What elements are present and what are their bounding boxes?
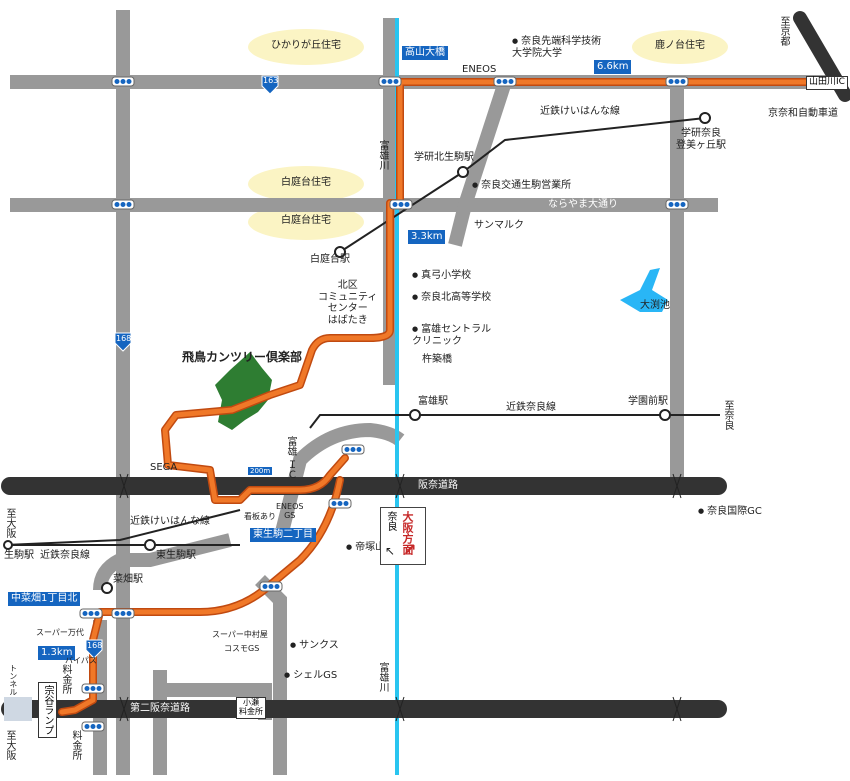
place-sega: SEGA: [150, 462, 178, 473]
area-kanoudai: 鹿ノ台住宅: [655, 40, 705, 51]
station-shiraniwadai: 白庭台駅: [310, 254, 350, 265]
place-osaka-ike: 大渕池: [640, 300, 670, 311]
place-nara-kita-hs: 奈良北高等学校: [412, 292, 491, 304]
distance-200m: 200m: [248, 467, 273, 476]
place-kanban: 看板あり: [244, 512, 276, 521]
direction-sign-osaka: 大阪方面: [401, 511, 414, 555]
direction-sign-nara: 奈良: [385, 511, 396, 531]
direction-osaka-southwest: 至大阪: [4, 730, 15, 760]
local-roads: [10, 10, 840, 775]
hanna-road-label: 阪奈道路: [418, 480, 458, 491]
place-kita-community: 北区 コミュニティ センター はばたき: [318, 280, 378, 326]
arrow-osaka-icon: ↗: [403, 540, 417, 559]
yamadagawa-ic-sign: 山田川IC: [806, 76, 848, 90]
place-eneos-gs: ENEOS GS: [276, 502, 304, 521]
direction-sign: 奈良 大阪方面 ↖ ↗: [380, 507, 426, 565]
keinawa-label: 京奈和自動車道: [768, 108, 838, 119]
station-markers: [3, 112, 711, 594]
line-keihanna-north: 近鉄けいはんな線: [540, 106, 620, 117]
place-eneos-north: ENEOS: [462, 64, 497, 75]
naraya-odori-label: ならやま大通り: [548, 199, 618, 210]
line-keihanna-south: 近鉄けいはんな線: [130, 516, 210, 527]
tomio-river-south-label: 富雄川: [377, 662, 388, 692]
distance-6-6km: 6.6km: [594, 60, 632, 74]
place-sanmaruku: サンマルク: [474, 220, 524, 231]
place-shell-gs: シェルGS: [284, 670, 337, 682]
place-naist: 奈良先端科学技術 大学院大学: [512, 36, 601, 59]
place-sanks: サンクス: [290, 640, 339, 652]
kinase-bridge-label: 杵築橋: [422, 354, 452, 365]
tomio-ic-label: 富雄 ＩＣ: [285, 436, 296, 480]
station-nabata: 菜畑駅: [113, 574, 143, 585]
direction-nara: 至奈良: [722, 400, 733, 430]
distance-1-3km: 1.3km: [38, 646, 76, 660]
place-mayumi-es: 真弓小学校: [412, 270, 471, 282]
interchange-ticks: [119, 473, 682, 722]
area-shiraniwadai-south: 白庭台住宅: [281, 215, 331, 226]
nakanagai-1-sign: 中菜畑1丁目北: [8, 592, 81, 606]
station-gakuen-mae: 学園前駅: [628, 396, 668, 407]
direction-kyoto: 至京都: [778, 16, 789, 46]
place-nara-kotsu: 奈良交通生駒営業所: [472, 180, 571, 192]
route-path: [58, 78, 844, 716]
station-gakken-nara-tomigaoka: 学研奈良 登美ヶ丘駅: [676, 128, 726, 151]
daini-hanna-road-label: 第二阪奈道路: [130, 703, 190, 714]
area-ellipse-shiraniwadai-s: [248, 204, 364, 240]
place-bypass: バイパス: [65, 656, 97, 665]
tunnel-box: [4, 697, 32, 721]
kyoto-ramp-sign: 宗谷ランプ: [38, 682, 57, 738]
route-168-south-label: 168: [87, 641, 103, 650]
osaka-ike-pond: [620, 268, 668, 312]
place-kosemiryo: 小瀬 料金所: [236, 697, 266, 719]
place-cosmo-gs: コスモGS: [224, 644, 260, 653]
place-nara-kokusai-gc: 奈良国際GC: [698, 506, 762, 518]
place-tunnel: トンネル: [8, 664, 18, 696]
higashi-ikoma-2-sign: 東生駒二丁目: [250, 528, 316, 542]
arrow-nara-icon: ↖: [385, 544, 396, 558]
area-ellipse-shiraniwadai-n: [248, 166, 364, 202]
area-ellipse-kanoudai: [632, 30, 728, 64]
line-kintetsu-nara-west: 近鉄奈良線: [40, 550, 90, 561]
area-hikarigaoka: ひかりが丘住宅: [271, 40, 341, 51]
place-country-club: 飛鳥カンツリー倶楽部: [182, 350, 303, 364]
route-shields: [85, 75, 279, 659]
route-163-label: 163: [263, 76, 279, 85]
station-ikoma: 生駒駅: [4, 550, 34, 561]
station-higashi-ikoma: 東生駒駅: [156, 550, 196, 561]
station-gakken-kita-ikoma: 学研北生駒駅: [414, 152, 474, 163]
takayama-ohashi-sign: 高山大橋: [402, 46, 448, 60]
place-tomio-central-clinic: 富雄セントラル クリニック: [412, 324, 491, 347]
route-168-label: 168: [116, 334, 132, 343]
area-shiraniwadai-north: 白庭台住宅: [281, 177, 331, 188]
place-ryokinjo-north: 料金所: [60, 664, 71, 694]
place-super-mandai: スーパー万代: [36, 628, 84, 637]
station-tomio: 富雄駅: [418, 396, 448, 407]
tomio-river-north-label: 富雄川: [377, 140, 388, 170]
distance-3-3km: 3.3km: [408, 230, 446, 244]
place-super-nakamuraya: スーパー中村屋: [212, 630, 268, 639]
signals: [79, 76, 689, 732]
line-kintetsu-nara: 近鉄奈良線: [506, 402, 556, 413]
place-ryokinjo-south: 料金所: [70, 730, 81, 760]
area-ellipse-hikarigaoka: [248, 29, 364, 65]
direction-osaka-west: 至大阪: [4, 508, 15, 538]
